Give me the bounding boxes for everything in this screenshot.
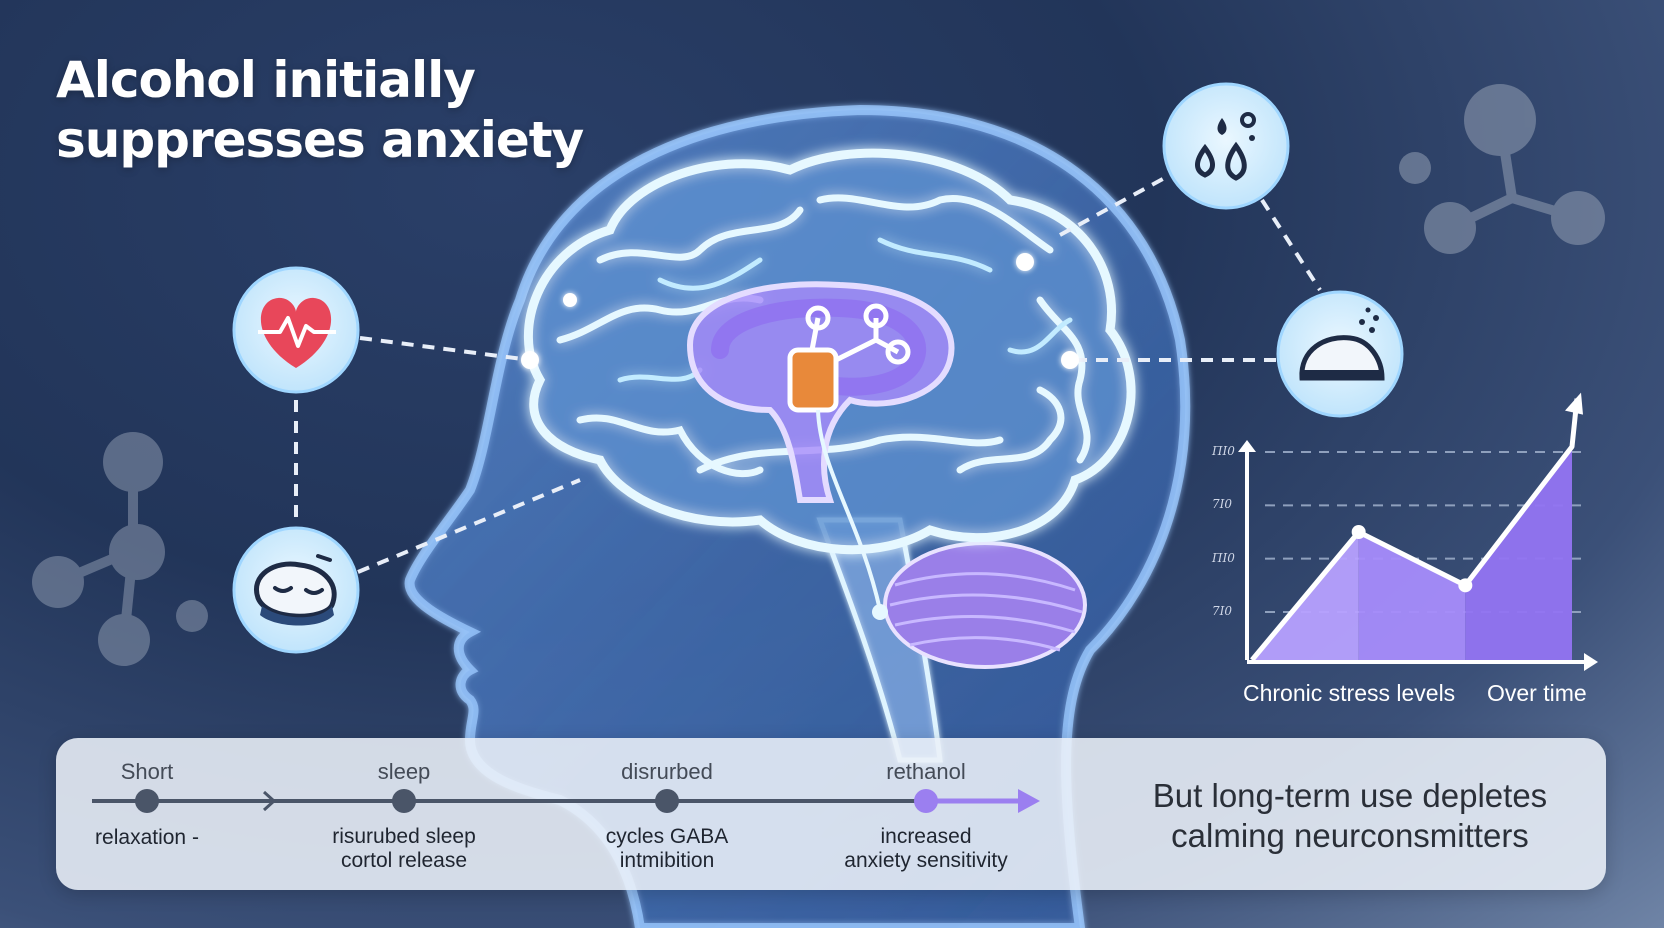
chart-y-label: Chronic stress levels [1243,680,1456,706]
sleeping-face-icon [232,526,360,654]
title-line-2: suppresses anxiety [56,111,584,169]
timeline-step-title: sleep [377,759,431,784]
chart-tick-label: ΠΙ0 [1212,444,1235,458]
molecule-decoration-left [32,432,208,666]
resting-head-icon [1276,290,1404,418]
chart-tick-label: 7Ι0 [1212,497,1233,512]
summary-line-2: calming neurconsmitters [1171,817,1529,854]
chart-point [1458,578,1473,593]
nerve-node [872,604,888,620]
timeline-step-line: cortol release [340,849,468,872]
chart-area-series [1252,446,1572,660]
timeline-step-title: Short [120,759,174,784]
molecule-decoration-right [1399,84,1605,254]
connector-nodes [521,253,1079,369]
timeline-step-line: relaxation - [95,826,199,849]
chart-y-axis-arrow [1238,440,1256,452]
stress-chart [1238,392,1598,671]
timeline-step-line: intmibition [619,849,715,872]
timeline-panel [56,738,1606,890]
water-drops-icon [1162,82,1290,210]
timeline-step-description: relaxation - [95,826,199,850]
connector-lines [294,173,1322,574]
summary-line-1: But long-term use depletes [1152,777,1548,814]
chart-trend-arrow [1565,392,1583,415]
chart-area-segment [1465,446,1572,660]
cerebellum [883,541,1087,669]
chart-area-segment [1358,532,1466,660]
timeline-step-line: cycles GABA [605,825,729,848]
chart-x-label: Over time [1487,680,1587,706]
chart-tick-label: 7Ι0 [1212,604,1233,618]
nerve-line [816,409,882,611]
chart-point [1351,525,1366,539]
title-line-1: Alcohol initially [56,51,476,109]
chart-tick-label: ΠΙ0 [1212,550,1235,565]
timeline-step-line: risurubed sleep [332,825,476,848]
page-title: Alcohol initially suppresses anxiety [56,50,584,170]
timeline-step-line: anxiety sensitivity [844,849,1008,872]
molecule-icon [787,303,911,413]
timeline-step-title: rethanol [886,759,966,784]
summary-text: But long-term use depletes calming neurc… [1110,776,1590,856]
timeline-step-line: increased [880,825,972,848]
heart-rate-icon [232,266,360,394]
chart-x-axis-arrow [1584,653,1598,671]
timeline-step-title: disrurbed [621,759,713,784]
